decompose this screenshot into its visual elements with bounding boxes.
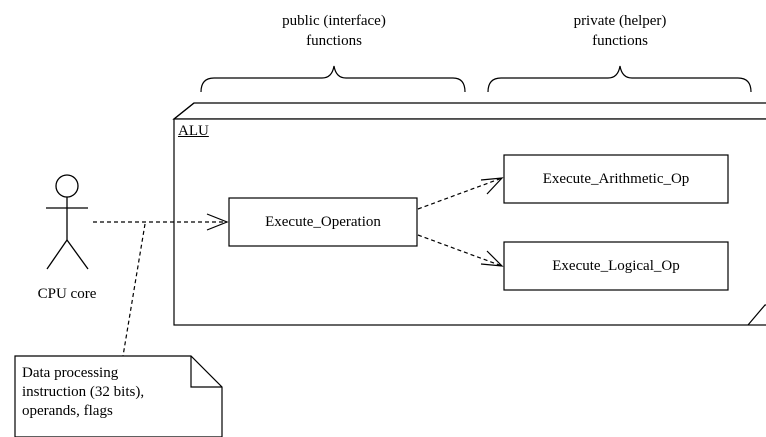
private-brace: [487, 65, 752, 93]
note-line-3: operands, flags: [22, 403, 113, 419]
public-functions-label: public (interface) functions: [234, 11, 434, 51]
cpu-core-actor-figure: [46, 174, 89, 270]
private-functions-label: private (helper) functions: [520, 11, 720, 51]
execute-arithmetic-label: Execute_Arithmetic_Op: [542, 171, 690, 187]
note-shape: [14, 355, 223, 437]
dependency-arrows: [93, 177, 504, 357]
note-text: Data processing instruction (32 bits), o…: [22, 364, 144, 421]
note-line-2: instruction (32 bits),: [22, 384, 145, 400]
operation-to-arithmetic-arrow: [417, 177, 503, 210]
public-label-line-1: public (interface): [282, 13, 386, 29]
execute-operation-box: [228, 197, 418, 247]
operation-to-logical-arrow: [417, 234, 503, 267]
private-label-line-1: private (helper): [573, 13, 667, 29]
public-brace: [200, 65, 466, 93]
note-line-1: Data processing: [22, 365, 119, 381]
execute-arithmetic-box: [503, 154, 729, 204]
alu-package-label: ALU: [178, 123, 209, 139]
note-anchor-line: [122, 223, 146, 357]
execute-logical-label: Execute_Logical_Op: [552, 258, 680, 274]
cpu-core-actor-label: CPU core: [37, 286, 97, 302]
execute-operation-label: Execute_Operation: [265, 214, 381, 230]
execute-logical-box: [503, 241, 729, 291]
public-label-line-2: functions: [306, 33, 362, 49]
private-label-line-2: functions: [592, 33, 648, 49]
